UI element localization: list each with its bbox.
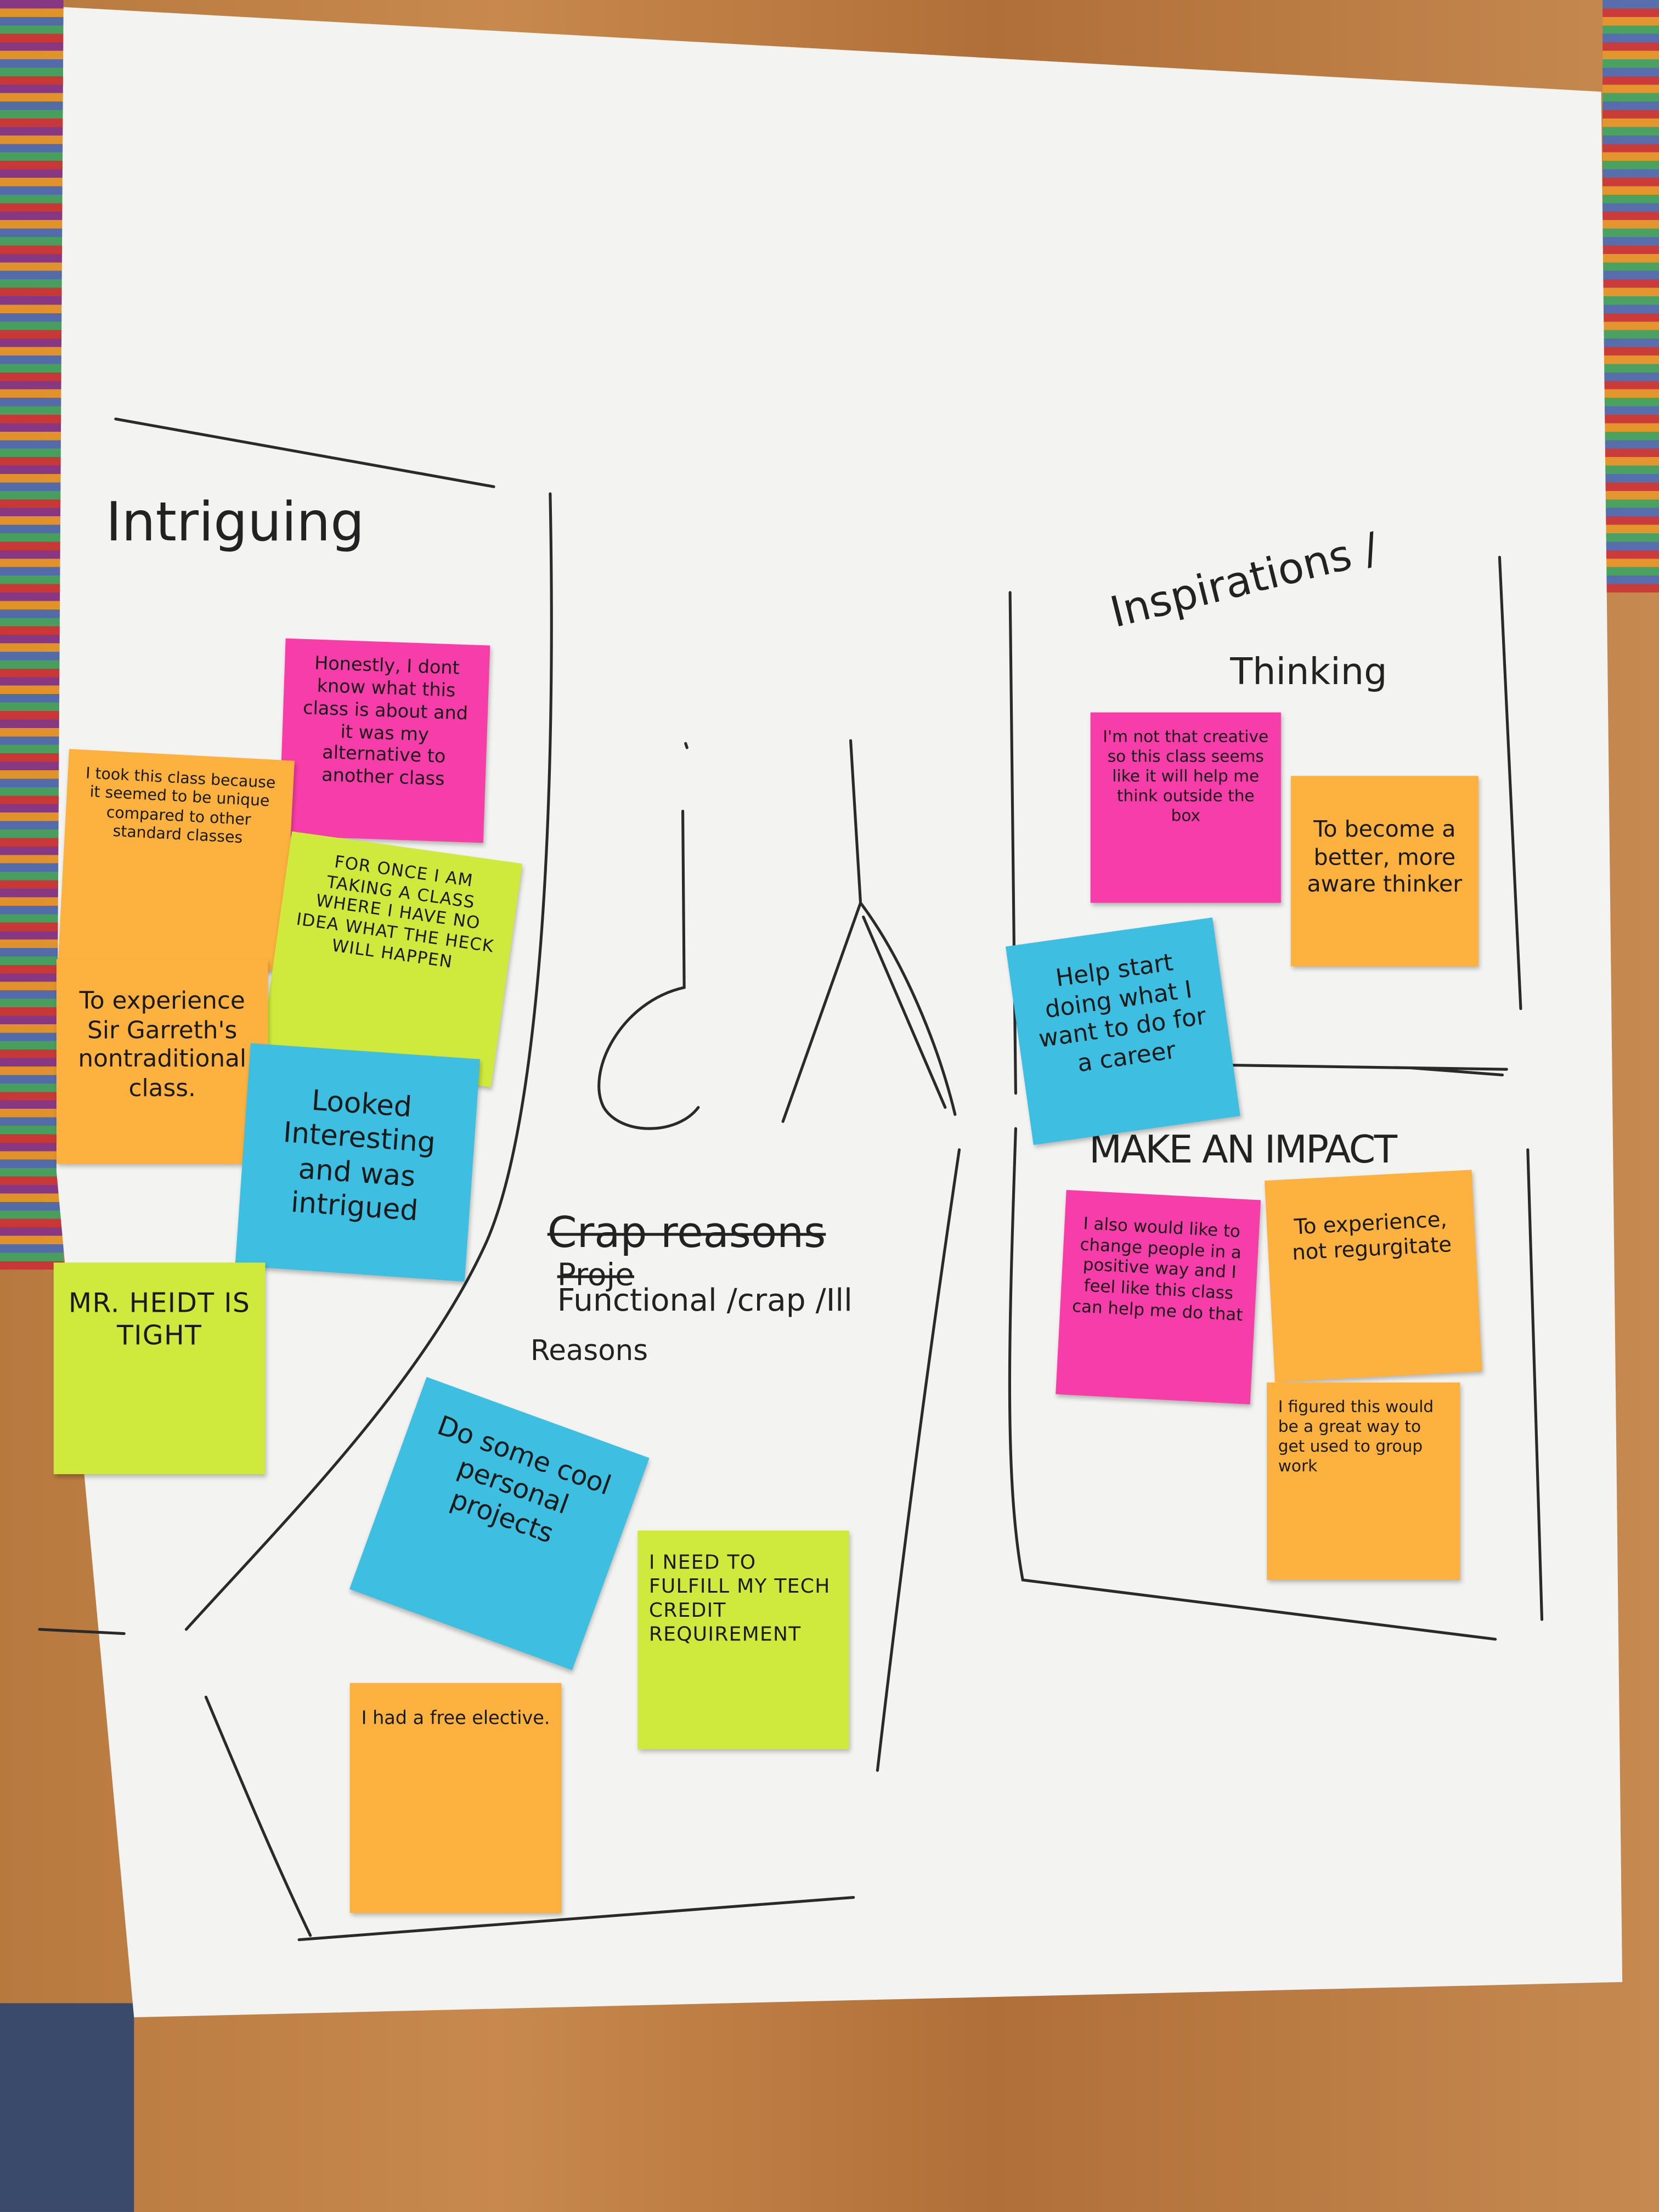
rug-right (1602, 0, 1659, 592)
sticky-note: To experience Sir Garreth's nontradition… (56, 959, 268, 1164)
note-text: To experience, not regurgitate (1291, 1206, 1453, 1266)
sticky-note: Honestly, I dont know what this class is… (279, 638, 490, 843)
note-text: To become a better, more aware thinker (1307, 815, 1463, 898)
note-text: For once I am taking a class where I hav… (295, 851, 495, 972)
sticky-note: Looked Interesting and was intrigued (235, 1043, 481, 1282)
heading-reasons: Reasons (530, 1333, 648, 1367)
sticky-note: I'm not that creative so this class seem… (1090, 712, 1281, 903)
sticky-note: Help start doing what I want to do for a… (1005, 917, 1240, 1145)
floor-corner (0, 2003, 134, 2212)
sticky-note: I also would like to change people in a … (1056, 1189, 1261, 1404)
note-text: I figured this would be a great way to g… (1278, 1396, 1434, 1476)
note-text: I need to fulfill my tech credit require… (648, 1551, 831, 1647)
note-text: I took this class because it seemed to b… (85, 764, 276, 848)
note-text: Honestly, I dont know what this class is… (302, 653, 469, 792)
heading-intriguing: Intriguing (105, 490, 365, 553)
heading-thinking: Thinking (1230, 651, 1387, 695)
note-text: I also would like to change people in a … (1071, 1213, 1244, 1324)
sticky-note: I took this class because it seemed to b… (58, 749, 295, 972)
sticky-note: To experience, not regurgitate (1264, 1170, 1482, 1383)
note-text: I'm not that creative so this class seem… (1103, 726, 1269, 826)
heading-make-an-impact: MAKE AN IMPACT (1089, 1128, 1397, 1172)
sticky-note: To become a better, more aware thinker (1290, 776, 1479, 967)
heading-proje-struck: Proje (557, 1258, 635, 1294)
sticky-note: I figured this would be a great way to g… (1267, 1382, 1460, 1580)
note-text: Mr. Heidt is TIGHT (68, 1288, 251, 1352)
heading-functional: Functional /crap /Ill (557, 1283, 853, 1319)
note-text: I had a free elective. (361, 1708, 550, 1730)
sticky-note: I had a free elective. (349, 1683, 562, 1913)
rug-left (0, 0, 64, 1270)
note-text: Help start doing what I want to do for a… (1037, 949, 1209, 1079)
note-text: Looked Interesting and was intrigued (282, 1082, 437, 1228)
sticky-note: I need to fulfill my tech credit require… (637, 1530, 849, 1750)
heading-crap-reasons-struck: Crap reasons (547, 1209, 826, 1259)
note-text: To experience Sir Garreth's nontradition… (78, 987, 247, 1104)
sticky-note: Mr. Heidt is TIGHT (53, 1262, 266, 1475)
